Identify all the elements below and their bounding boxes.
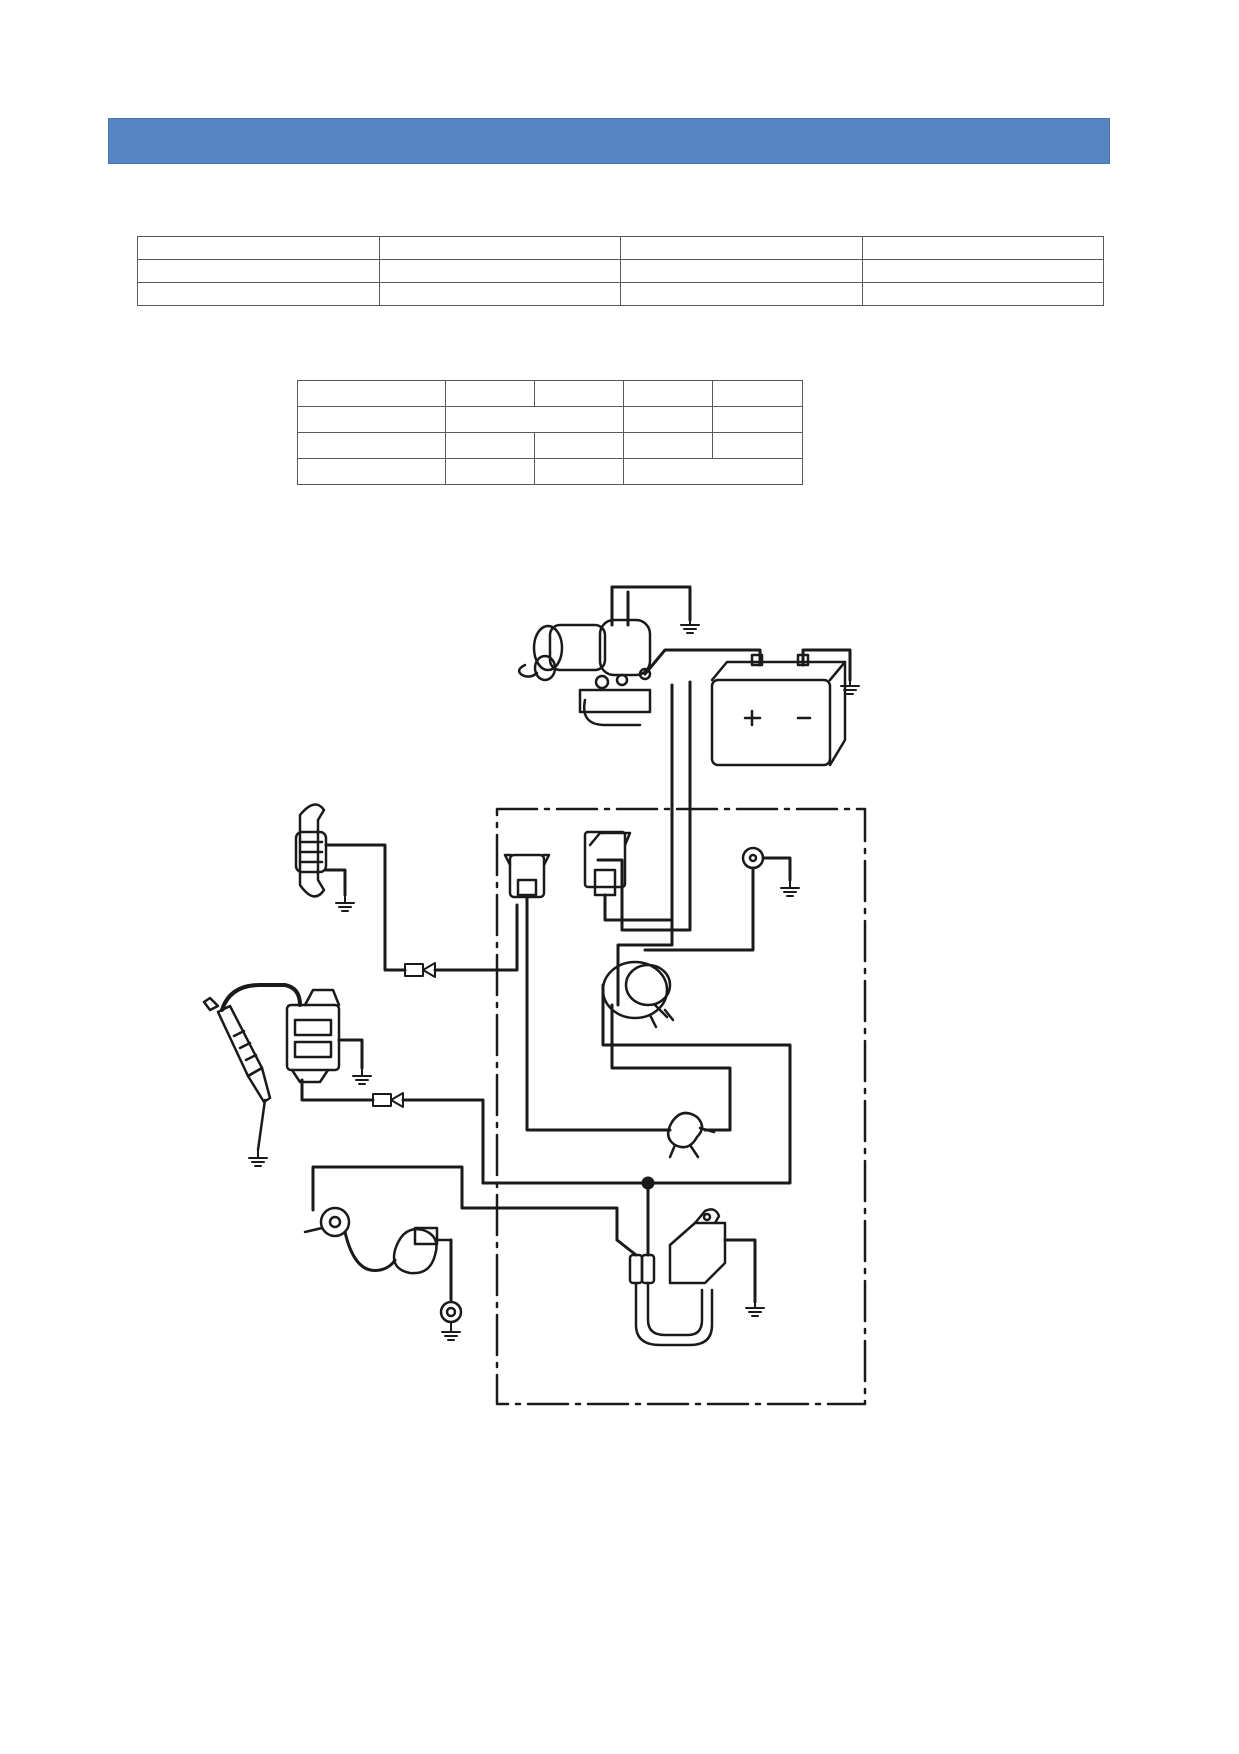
high-tension-lead [220,983,302,1012]
table-cell [861,282,1104,306]
ground-symbol [247,1146,269,1168]
table-cell [712,406,803,433]
table-row [137,282,1104,306]
ground-symbol [744,1296,766,1318]
table-cell [712,380,803,407]
ground-symbol [440,1320,462,1342]
table-cell [297,380,446,407]
wire [610,1003,732,1132]
table-cell [137,259,380,283]
table-cell [620,282,863,306]
table-cell [534,458,624,485]
spec-table-2 [297,380,803,485]
cdi-harness-icon [628,1253,714,1347]
spec-table-1 [137,236,1104,306]
section-header-bar [108,118,1110,164]
wire [324,843,407,972]
table-cell [445,406,624,433]
table-cell [445,380,535,407]
table-cell [623,458,803,485]
wire [643,866,755,952]
table-row [137,259,1104,283]
connector-icon [404,962,436,978]
table-row [297,458,803,485]
wire [343,1230,397,1272]
table-cell [861,259,1104,283]
table-cell [297,406,446,433]
table-cell [378,236,621,260]
table-cell [623,380,713,407]
table-cell [445,458,535,485]
wiring-diagram [202,585,867,1406]
wire [324,868,347,897]
wire [610,585,692,627]
table-row [297,432,803,459]
wire [603,893,674,922]
spark-plug-icon [202,996,272,1152]
table-row [137,236,1104,260]
wire [337,1038,364,1070]
table-cell [378,259,621,283]
indicator-lamp-icon [741,846,765,870]
wire [723,1238,757,1304]
table-cell [623,432,713,459]
relay-icon [503,853,551,899]
ground-symbol [351,1064,373,1086]
table-cell [534,432,624,459]
wire [643,648,762,676]
table-cell [297,458,446,485]
table-cell [137,282,380,306]
ground-symbol [334,891,356,913]
cdi-unit-icon [668,1208,727,1285]
wire [596,680,692,932]
pickup-coil-icon [303,1206,453,1275]
wire [481,983,792,1185]
table-cell [620,236,863,260]
wire [433,903,519,972]
starter-button-icon [666,1111,716,1159]
table-cell [623,406,713,433]
ignition-coil-icon [285,988,341,1084]
table-cell [712,432,803,459]
ground-terminal-icon [439,1300,463,1324]
table-cell [378,282,621,306]
wire [761,856,792,882]
fuse-icon [583,830,632,897]
ground-symbol [779,876,801,898]
table-cell [297,432,446,459]
wire [525,895,672,1132]
wire [616,683,674,1007]
lighting-coil-icon [294,803,328,898]
ground-symbol [679,613,701,635]
wire [801,648,852,682]
table-cell [620,259,863,283]
wire [401,1098,485,1185]
starter-motor-icon [517,618,652,727]
table-row [297,406,803,433]
wire [311,1165,619,1242]
ground-symbol [839,674,861,696]
harness-boundary [495,807,867,1406]
wire [615,1238,638,1257]
connector-icon [372,1092,404,1108]
table-cell [861,236,1104,260]
table-row [297,380,803,407]
wire [300,1078,375,1102]
table-cell [137,236,380,260]
table-cell [445,432,535,459]
table-cell [534,380,624,407]
battery-icon [710,653,847,767]
